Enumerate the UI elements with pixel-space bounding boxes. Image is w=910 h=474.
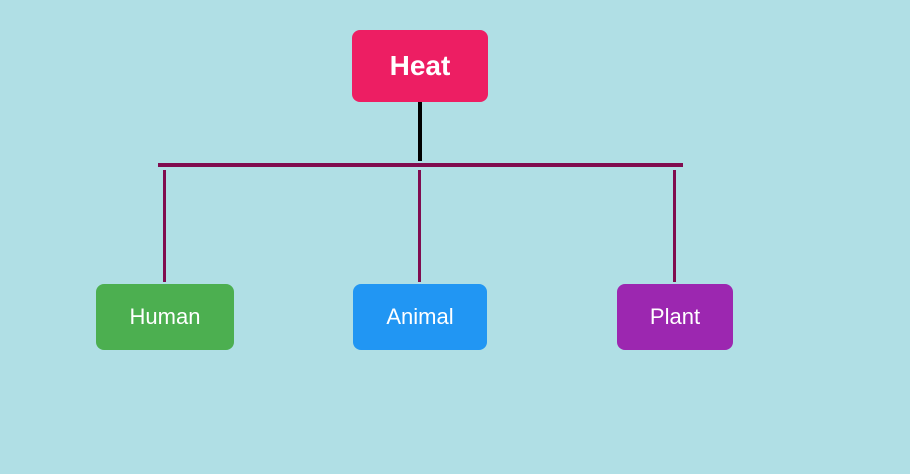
connector-line-plant [673, 170, 676, 282]
node-animal: Animal [353, 284, 487, 350]
node-heat-label: Heat [389, 50, 451, 81]
branch-horizontal-line [158, 163, 683, 167]
root-connector-line [418, 102, 422, 161]
connector-line-human [163, 170, 166, 282]
connector-line-animal [418, 170, 421, 282]
node-heat: Heat [352, 30, 488, 102]
node-plant-label: Plant [649, 304, 701, 329]
node-plant: Plant [617, 284, 733, 350]
node-human-label: Human [129, 304, 201, 329]
node-human: Human [96, 284, 234, 350]
node-animal-label: Animal [386, 304, 454, 329]
